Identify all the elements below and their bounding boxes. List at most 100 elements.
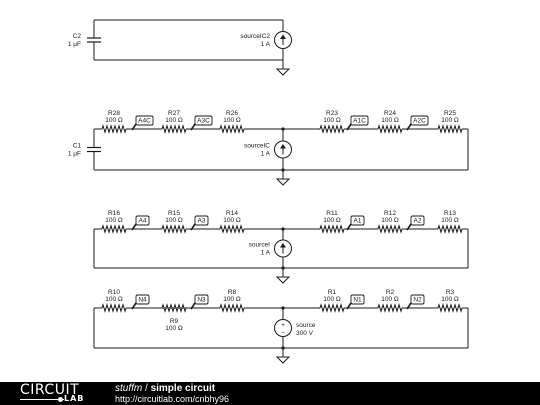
resistor-value: 100 Ω [105, 117, 123, 124]
logo-lab-text: LAB [64, 394, 85, 403]
node-label-a4[interactable]: A4 [131, 215, 150, 231]
node-label-n3[interactable]: N3 [190, 294, 209, 310]
circuit-name: simple circuit [150, 383, 216, 394]
node-label-a1c[interactable]: A1C [346, 115, 369, 131]
node-name: A4C [138, 118, 151, 125]
node-flag [350, 115, 369, 126]
ground-icon [275, 174, 291, 186]
node-label-a1[interactable]: A1 [346, 215, 365, 231]
capacitor-c1[interactable]: C11 μF [68, 129, 101, 170]
resistor-name: R1 [328, 289, 337, 296]
node-name: A3C [197, 118, 210, 125]
capacitor-name: C1 [73, 143, 82, 150]
node-label-n4[interactable]: N4 [131, 294, 150, 310]
resistor-value: 100 Ω [165, 117, 183, 124]
node-name: N2 [413, 297, 422, 304]
resistor-value: 100 Ω [223, 117, 241, 124]
ground-icon [275, 352, 291, 364]
node-flag [135, 294, 150, 305]
author-link[interactable]: stuffm [115, 383, 143, 394]
ground-triangle [275, 276, 291, 284]
node-pin [346, 123, 352, 131]
source-name: sourceI [249, 242, 271, 249]
resistor-value: 100 Ω [223, 217, 241, 224]
node-label-n1[interactable]: N1 [346, 294, 365, 310]
source-name: source [296, 322, 316, 329]
node-label-a2c[interactable]: A2C [406, 115, 429, 131]
node-flag [410, 294, 425, 305]
resistor-name: R23 [326, 110, 338, 117]
capacitor-value: 1 μF [68, 41, 81, 48]
resistor-name: R10 [108, 289, 120, 296]
resistor-zigzag [161, 124, 187, 134]
resistor-value: 100 Ω [441, 217, 459, 224]
node-pin [190, 223, 196, 231]
node-pin [131, 302, 137, 310]
node-flag [410, 215, 425, 226]
logo-circuit-text: CIRCUIT [20, 382, 80, 398]
node-label-a4c[interactable]: A4C [131, 115, 154, 131]
node-name: A3 [198, 218, 206, 225]
resistor-value: 100 Ω [381, 217, 399, 224]
circuit-url[interactable]: http://circuitlab.com/cnbhy96 [115, 394, 230, 404]
title-separator: / [142, 383, 151, 394]
node-label-a2[interactable]: A2 [406, 215, 425, 231]
minus-sign: − [281, 330, 285, 337]
resistor-zigzag [101, 124, 127, 134]
node-flag [194, 215, 209, 226]
node-pin [346, 223, 352, 231]
resistor-name: R27 [168, 110, 180, 117]
resistor-name: R12 [384, 210, 396, 217]
source-value: 1 A [261, 250, 271, 257]
node-name: A1 [354, 218, 362, 225]
resistor-zigzag [319, 224, 345, 234]
resistor-value: 100 Ω [223, 296, 241, 303]
node-name: A1C [353, 118, 366, 125]
node-label-a3c[interactable]: A3C [190, 115, 213, 131]
node-pin [190, 302, 196, 310]
resistor-value: 100 Ω [381, 296, 399, 303]
ground-icon [275, 64, 291, 76]
node-flag [135, 215, 150, 226]
node-flag [410, 115, 429, 126]
resistor-name: R13 [444, 210, 456, 217]
logo-dot [58, 397, 63, 402]
source-arrow-head [280, 144, 286, 149]
resistor-value: 100 Ω [441, 117, 459, 124]
source-value: 1 A [261, 41, 271, 48]
capacitor-c2[interactable]: C21 μF [68, 20, 101, 60]
node-name: N4 [138, 297, 147, 304]
resistor-name: R24 [384, 110, 396, 117]
node-flag [194, 294, 209, 305]
source-arrow-head [280, 243, 286, 248]
resistor-zigzag [377, 224, 403, 234]
node-label-n2[interactable]: N2 [406, 294, 425, 310]
resistor-name: R11 [326, 210, 338, 217]
node-label-a3[interactable]: A3 [190, 215, 209, 231]
circuitlab-logo[interactable]: CIRCUIT LAB [20, 382, 83, 403]
resistor-name: R25 [444, 110, 456, 117]
